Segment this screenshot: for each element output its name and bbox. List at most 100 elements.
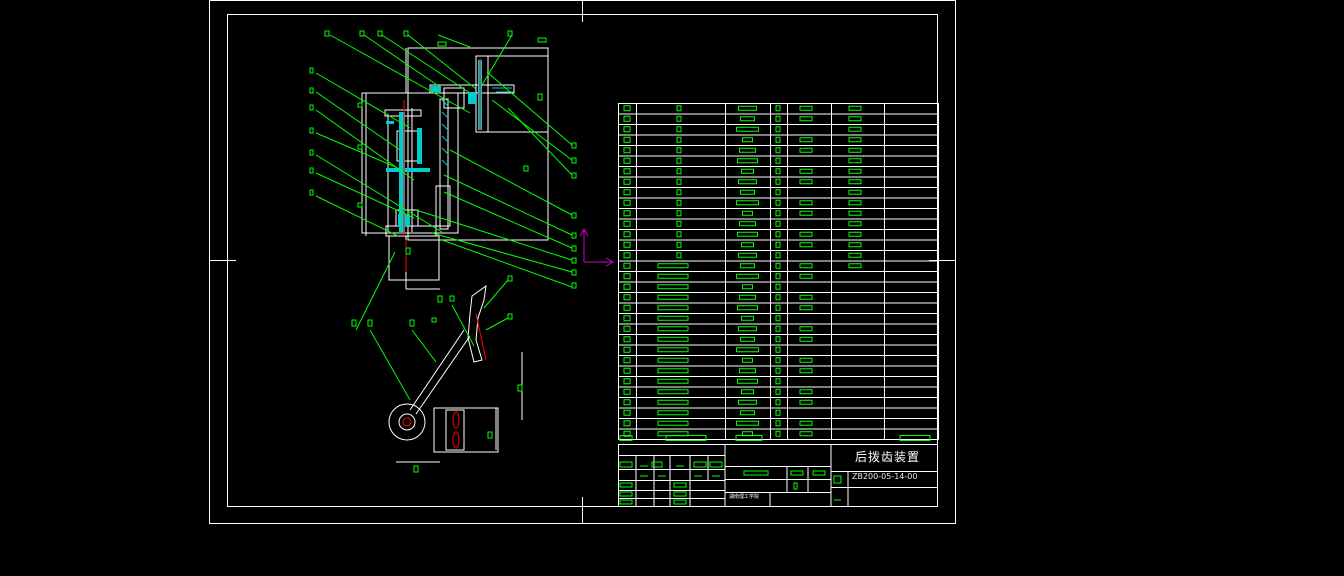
bom-quantity (775, 304, 781, 311)
bom-header-cell (665, 435, 707, 441)
bom-item-number (623, 115, 631, 122)
ucs-icon (579, 227, 615, 267)
bom-part-name (738, 399, 757, 405)
bom-part-name (739, 294, 756, 300)
bom-material (799, 168, 813, 174)
bom-material (799, 116, 813, 122)
bom-part-name (742, 284, 753, 290)
bom-header-cell (735, 435, 763, 441)
bom-item-number (623, 409, 631, 416)
bom-quantity (775, 273, 781, 280)
bom-quantity (775, 241, 781, 248)
bom-part-name (736, 420, 759, 426)
bom-part-code (657, 305, 689, 311)
bom-material (799, 179, 813, 185)
bom-item-number (623, 147, 631, 154)
bom-quantity (775, 157, 781, 164)
bom-standard (848, 221, 862, 227)
bom-item-number (623, 168, 631, 175)
bom-item-number (623, 220, 631, 227)
bom-part-code (657, 336, 689, 342)
bom-part-code (657, 315, 689, 321)
bom-material (799, 336, 813, 342)
bom-quantity (775, 420, 781, 427)
bom-standard (848, 252, 862, 258)
bom-material (799, 263, 813, 269)
bom-standard (848, 210, 862, 216)
bom-material (799, 242, 813, 248)
bom-standard (848, 200, 862, 206)
bom-standard (848, 231, 862, 237)
bom-part-name (739, 368, 756, 374)
balloon-markers (309, 30, 577, 473)
bom-part-name (740, 336, 755, 342)
bom-quantity (775, 315, 781, 322)
bom-part-name (736, 126, 759, 132)
bom-part-name (737, 231, 758, 237)
bom-item-number (623, 388, 631, 395)
bom-quantity (775, 262, 781, 269)
bom-material (799, 305, 813, 311)
bom-quantity (775, 231, 781, 238)
bom-material (799, 431, 813, 437)
title-block (618, 444, 938, 507)
parts-list-table (618, 103, 939, 441)
bom-item-number (623, 210, 631, 217)
bom-item-number (623, 262, 631, 269)
bom-part-code (657, 347, 689, 353)
bom-standard (848, 105, 862, 111)
bom-standard (848, 189, 862, 195)
bom-part-code (676, 147, 682, 154)
bom-quantity (775, 136, 781, 143)
bom-item-number (623, 178, 631, 185)
bom-quantity (775, 294, 781, 301)
bom-quantity (775, 126, 781, 133)
bom-standard (848, 158, 862, 164)
bom-part-name (741, 315, 754, 321)
drawing-code: ZB200-05-14-00 (852, 472, 918, 481)
bom-quantity (775, 220, 781, 227)
bom-quantity (775, 430, 781, 437)
bom-header-cell (619, 435, 633, 441)
bom-part-code (676, 157, 682, 164)
bom-quantity (775, 388, 781, 395)
bom-item-number (623, 367, 631, 374)
bom-standard (848, 116, 862, 122)
bom-part-code (657, 273, 689, 279)
bom-material (799, 147, 813, 153)
bom-part-code (676, 231, 682, 238)
bom-item-number (623, 325, 631, 332)
bom-part-name (742, 210, 753, 216)
bom-material (799, 105, 813, 111)
assembly-main-view (361, 47, 549, 290)
bom-part-name (736, 347, 759, 353)
bom-quantity (775, 105, 781, 112)
bom-part-name (742, 357, 753, 363)
bom-quantity (775, 199, 781, 206)
bom-part-name (738, 105, 757, 111)
bom-item-number (623, 126, 631, 133)
bom-part-code (676, 136, 682, 143)
bom-item-number (623, 157, 631, 164)
bom-part-code (657, 420, 689, 426)
bom-part-name (737, 305, 758, 311)
bom-part-code (676, 178, 682, 185)
bom-material (799, 273, 813, 279)
bom-part-name (738, 252, 757, 258)
bom-material (799, 137, 813, 143)
bom-item-number (623, 283, 631, 290)
bom-part-code (676, 189, 682, 196)
bom-part-code (657, 410, 689, 416)
bom-item-number (623, 378, 631, 385)
title-block-fields (619, 461, 842, 505)
bom-item-number (623, 231, 631, 238)
bom-part-name (737, 378, 758, 384)
bom-part-name (737, 158, 758, 164)
bom-material (799, 399, 813, 405)
bom-material (799, 389, 813, 395)
bom-item-number (623, 105, 631, 112)
bom-part-code (657, 399, 689, 405)
bom-part-code (676, 126, 682, 133)
bom-part-name (739, 147, 756, 153)
bom-quantity (775, 399, 781, 406)
